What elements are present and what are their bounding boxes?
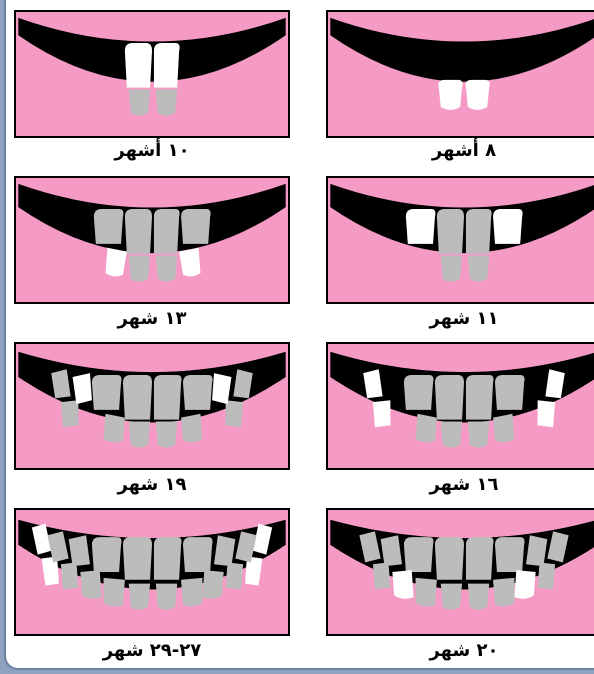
teeth-panel-13-months xyxy=(14,176,290,304)
teeth-panel-10-months xyxy=(14,10,290,138)
stage-label-16-months: ١٦ شهر xyxy=(326,474,594,495)
mouth-diagram-16-months xyxy=(328,344,594,468)
teeth-panel-27-29-months xyxy=(14,508,290,636)
teeth-panel-11-months xyxy=(326,176,594,304)
mouth-diagram-19-months xyxy=(16,344,288,468)
teeth-panel-19-months xyxy=(14,342,290,470)
mouth-diagram-11-months xyxy=(328,178,594,302)
stage-label-13-months: ١٣ شهر xyxy=(14,308,290,329)
teeth-panel-20-months xyxy=(326,508,594,636)
mouth-diagram-8-months xyxy=(328,12,594,136)
figure-frame: ٨ أشهر ١٠ أشهر ١١ شهر ١٣ شهر xyxy=(4,0,594,670)
stage-label-8-months: ٨ أشهر xyxy=(326,140,594,161)
stage-label-27-29-months: ٢٧-٢٩ شهر xyxy=(14,640,290,661)
stage-label-20-months: ٢٠ شهر xyxy=(326,640,594,661)
mouth-diagram-20-months xyxy=(328,510,594,634)
mouth-diagram-13-months xyxy=(16,178,288,302)
teeth-panel-16-months xyxy=(326,342,594,470)
mouth-diagram-10-months xyxy=(16,12,288,136)
stage-label-19-months: ١٩ شهر xyxy=(14,474,290,495)
teeth-panel-8-months xyxy=(326,10,594,138)
stage-label-10-months: ١٠ أشهر xyxy=(14,140,290,161)
stage-label-11-months: ١١ شهر xyxy=(326,308,594,329)
mouth-diagram-27-29-months xyxy=(16,510,288,634)
